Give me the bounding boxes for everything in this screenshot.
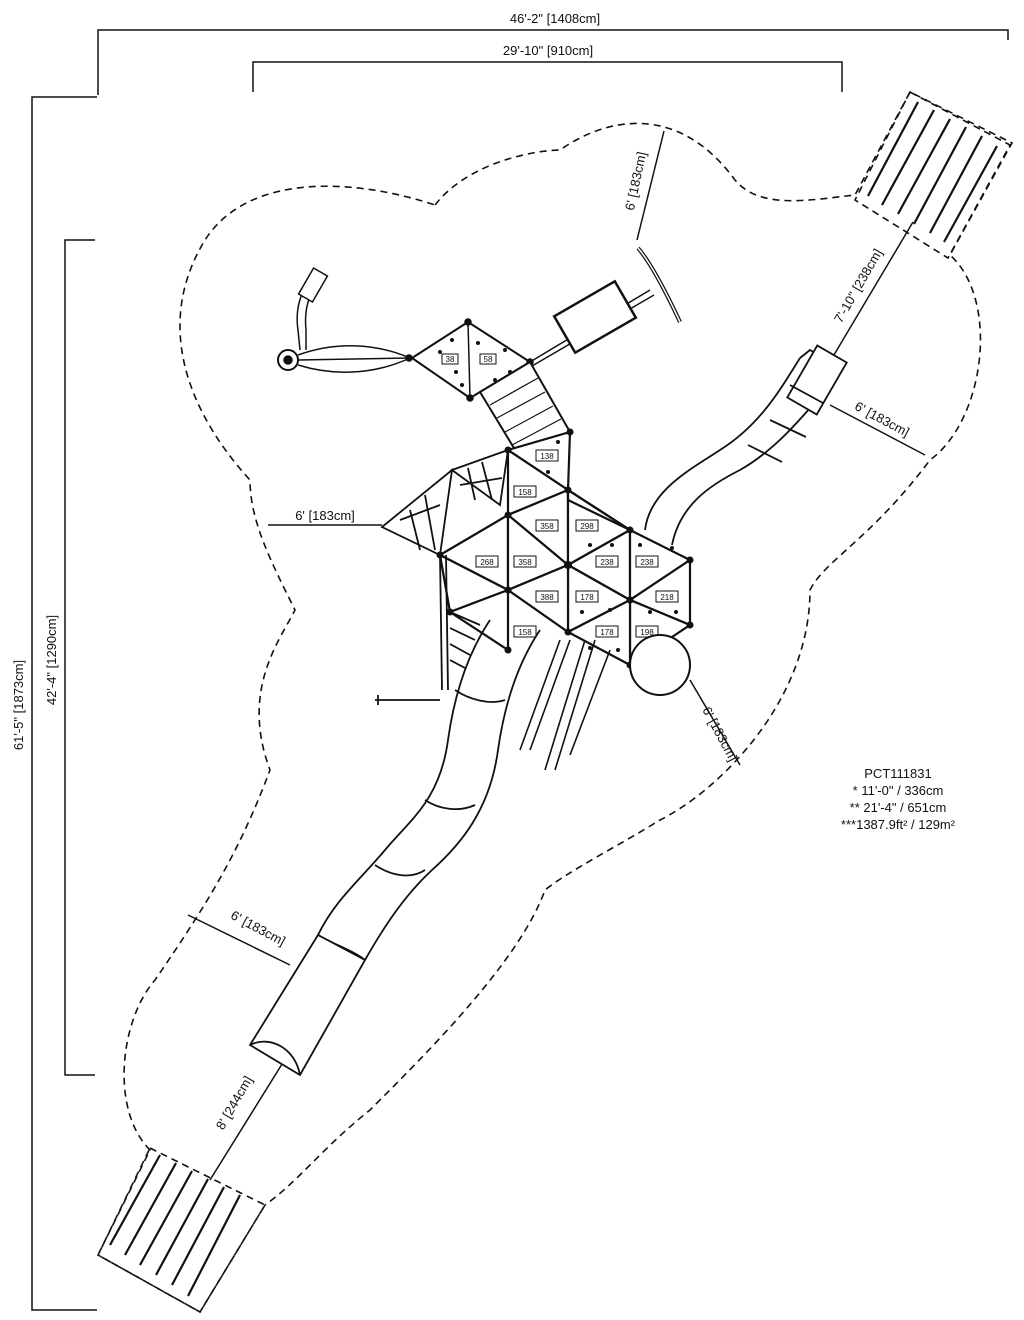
area-spec: ***1387.9ft² / 129m² xyxy=(841,817,956,832)
equipment-width-label: 29'-10" [910cm] xyxy=(503,43,593,58)
deck-label-text: 268 xyxy=(480,558,494,567)
stair-climber xyxy=(375,554,481,705)
deck-label-text: 178 xyxy=(600,628,614,637)
overall-length-label: 61'-5" [1873cm] xyxy=(11,660,26,750)
deck-label-text: 218 xyxy=(660,593,674,602)
tube-slide-right xyxy=(644,344,848,546)
deck-label: 58 xyxy=(479,353,497,365)
deck-label: 358 xyxy=(535,519,559,532)
safety-zone-outline xyxy=(96,90,1014,1314)
net-climber xyxy=(380,448,510,557)
deck-label: 218 xyxy=(655,590,679,603)
deck-label: 178 xyxy=(575,590,599,603)
deck-label-text: 158 xyxy=(518,628,532,637)
deck-label-text: 298 xyxy=(580,522,594,531)
equipment: 38 58 138 158 358 298 268 358 238 238 38… xyxy=(248,246,848,1077)
deck-label: 238 xyxy=(635,555,659,568)
deck-label-text: 198 xyxy=(640,628,654,637)
deck-label-text: 358 xyxy=(540,522,554,531)
product-info: PCT111831 * 11'-0" / 336cm ** 21'-4" / 6… xyxy=(841,766,956,832)
deck-label-text: 238 xyxy=(600,558,614,567)
climbing-holds xyxy=(438,338,512,387)
fire-poles xyxy=(519,639,611,771)
deck-label: 158 xyxy=(513,625,537,638)
equipment-length-label: 42'-4" [1290cm] xyxy=(44,615,59,705)
clearance-top-label: 6' [183cm] xyxy=(622,150,649,211)
model-number: PCT111831 xyxy=(864,766,931,781)
tube-slide-main xyxy=(248,619,541,1077)
hatched-zone-top-right xyxy=(853,90,1012,260)
deck-label: 298 xyxy=(575,519,599,532)
clearance-lower-right-label: 6' [183cm] xyxy=(699,704,740,764)
deck-label: 158 xyxy=(513,485,537,498)
dimension-lines xyxy=(31,29,1009,1311)
clearance-slide-exit-label: 8' [244cm] xyxy=(213,1073,256,1132)
deck-label: 38 xyxy=(441,353,459,365)
deck-label-text: 138 xyxy=(540,452,554,461)
rope-climber xyxy=(277,266,413,373)
deck-label-text: 388 xyxy=(540,593,554,602)
deck-label: 268 xyxy=(475,555,499,568)
deck-label-text: 238 xyxy=(640,558,654,567)
deck-label: 138 xyxy=(535,449,559,462)
deck-label: 388 xyxy=(535,590,559,603)
deck-label-text: 178 xyxy=(580,593,594,602)
height-spec-1: * 11'-0" / 336cm xyxy=(853,783,944,798)
deck-label-text: 58 xyxy=(484,355,493,364)
clearance-lower-left-label: 6' [183cm] xyxy=(228,907,288,948)
deck-label-text: 38 xyxy=(446,355,455,364)
deck-label: 178 xyxy=(595,625,619,638)
deck-label: 238 xyxy=(595,555,619,568)
spinner-rider xyxy=(529,246,682,367)
clearance-right-label: 6' [183cm] xyxy=(852,398,912,439)
deck-labels: 38 58 138 158 358 298 268 358 238 238 38… xyxy=(441,353,679,638)
height-spec-2: ** 21'-4" / 651cm xyxy=(850,800,947,815)
overall-width-label: 46'-2" [1408cm] xyxy=(510,11,600,26)
deck-label-text: 358 xyxy=(518,558,532,567)
clearance-left-label: 6' [183cm] xyxy=(295,508,355,523)
round-deck xyxy=(629,634,691,696)
deck-label: 358 xyxy=(513,555,537,568)
deck-label-text: 158 xyxy=(518,488,532,497)
hatched-zone-bottom-left xyxy=(96,1146,267,1314)
